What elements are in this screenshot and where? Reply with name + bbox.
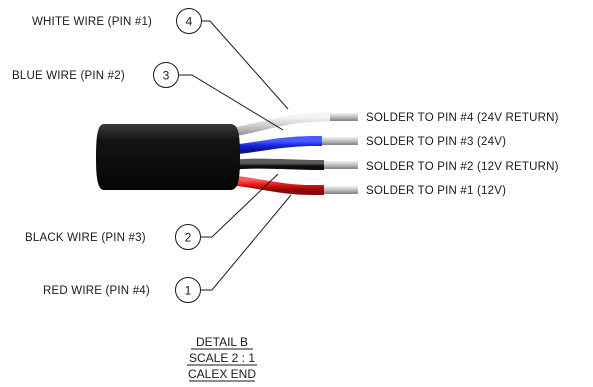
callout-number: 1 — [185, 284, 192, 298]
callout-number: 4 — [186, 15, 193, 29]
callout-label: WHITE WIRE (PIN #1) — [32, 16, 152, 28]
leader-lines — [179, 20, 292, 291]
detail-title: DETAIL B — [196, 335, 248, 349]
conductor-pin-3 — [322, 137, 358, 145]
callout-balloon — [175, 277, 201, 303]
detail-scale: SCALE 2 : 1 — [189, 351, 255, 365]
callout-number: 3 — [163, 69, 170, 83]
callout-balloon — [176, 8, 202, 34]
callout-2: BLACK WIRE (PIN #3) 2 — [25, 224, 201, 250]
callout-3: BLUE WIRE (PIN #2) 3 — [12, 62, 179, 88]
callout-1: RED WIRE (PIN #4) 1 — [43, 277, 201, 303]
solder-notes: SOLDER TO PIN #4 (24V RETURN) SOLDER TO … — [366, 112, 559, 197]
wire-bundle — [219, 112, 358, 195]
solder-note-pin-4: SOLDER TO PIN #4 (24V RETURN) — [366, 112, 559, 124]
detail-end: CALEX END — [188, 367, 256, 381]
solder-note-pin-1: SOLDER TO PIN #1 (12V) — [366, 185, 506, 197]
conductor-pin-2 — [324, 161, 358, 169]
conductor-pin-4 — [330, 113, 358, 121]
solder-note-pin-2: SOLDER TO PIN #2 (12V RETURN) — [366, 161, 559, 173]
leader-1 — [201, 194, 292, 291]
solder-note-pin-3: SOLDER TO PIN #3 (24V) — [366, 136, 506, 148]
callout-balloon — [153, 62, 179, 88]
leader-2 — [201, 173, 279, 238]
callout-balloon — [175, 224, 201, 250]
callout-4: WHITE WIRE (PIN #1) 4 — [32, 8, 202, 34]
leader-4 — [202, 20, 289, 110]
callout-label: BLUE WIRE (PIN #2) — [12, 70, 125, 82]
callout-label: RED WIRE (PIN #4) — [43, 285, 150, 297]
detail-caption: DETAIL B SCALE 2 : 1 CALEX END — [187, 335, 257, 382]
leader-3 — [179, 74, 284, 131]
callout-number: 2 — [185, 231, 192, 245]
callout-label: BLACK WIRE (PIN #3) — [25, 232, 146, 244]
conductor-pin-1 — [324, 186, 358, 194]
cable-jacket — [96, 124, 240, 190]
